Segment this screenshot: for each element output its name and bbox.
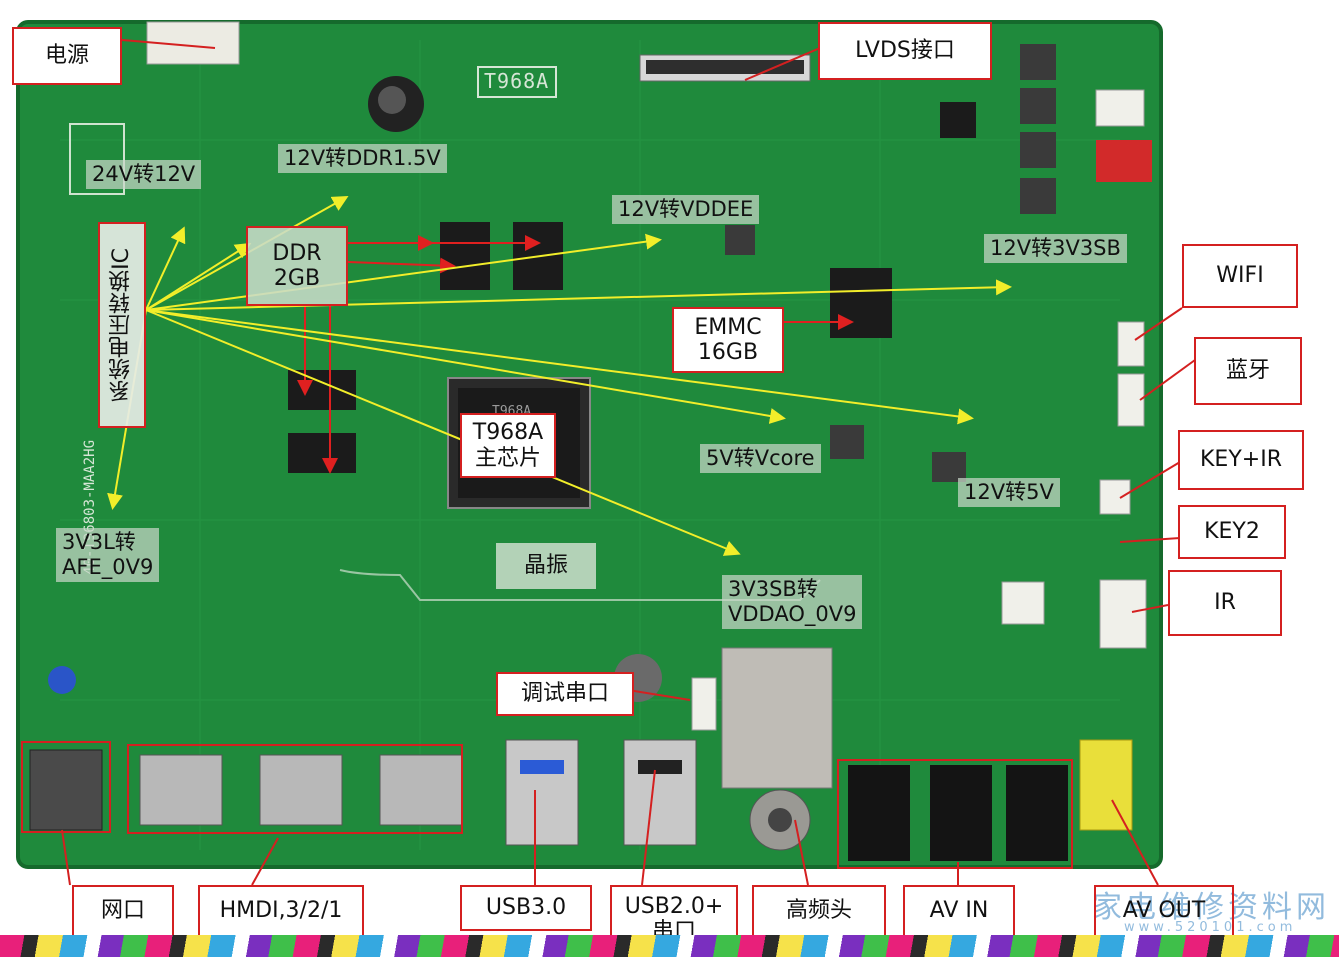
small-connector xyxy=(1001,581,1045,625)
tuner-body xyxy=(721,647,833,789)
rail-5v-vcore: 5V转Vcore xyxy=(700,444,821,474)
aux-ic xyxy=(940,102,976,138)
callout-soc: T968A 主芯片 xyxy=(460,413,556,478)
rail-12v-vddee: 12V转VDDEE xyxy=(612,195,760,225)
callout-debug-uart: 调试串口 xyxy=(496,672,634,716)
callout-hdmi: HMDI,3/2/1 xyxy=(198,885,364,937)
board-code: T968A xyxy=(484,69,550,93)
callout-emmc: EMMC 16GB xyxy=(672,307,784,373)
debug-connector xyxy=(691,677,717,731)
rail-3v3sb-vddao: 3V3SB转 VDDAO_0V9 xyxy=(722,575,863,630)
callout-usb2: USB2.0+ 串口 xyxy=(610,885,738,953)
blue-cap xyxy=(48,666,76,694)
av-jack-3 xyxy=(1006,765,1068,861)
inductor-7 xyxy=(932,452,966,482)
rail-24v-12v: 24V转12V xyxy=(86,160,202,190)
callout-key2: KEY2 xyxy=(1178,505,1286,559)
wifi-connector xyxy=(1117,321,1145,367)
ethernet-highlight xyxy=(21,741,111,833)
watermark-site-name: 家电维修资料网 xyxy=(1092,890,1330,925)
callout-tuner: 高频头 xyxy=(752,885,886,937)
inductor-4 xyxy=(1020,178,1056,214)
pcb-shading xyxy=(16,20,1163,869)
callout-pmic: 系统电压转换IC xyxy=(98,222,146,428)
hdmi-port-2 xyxy=(259,754,343,826)
callout-lvds: LVDS接口 xyxy=(818,22,992,80)
inductor-2 xyxy=(1020,88,1056,124)
hdmi-highlight xyxy=(127,744,463,834)
callout-pmic-text: 系统电压转换IC xyxy=(109,248,134,402)
inductor-6 xyxy=(830,425,864,459)
emmc-chip xyxy=(830,268,892,338)
usb2-port xyxy=(623,739,697,846)
callout-ir: IR xyxy=(1168,570,1282,636)
decorative-stripe xyxy=(0,935,1339,957)
keyir-connector xyxy=(1099,479,1131,515)
inductor-5 xyxy=(725,225,755,255)
inductor-3 xyxy=(1020,132,1056,168)
callout-bluetooth: 蓝牙 xyxy=(1194,337,1302,405)
callout-av-in: AV IN xyxy=(903,885,1015,937)
inductor-1 xyxy=(1020,44,1056,80)
ir-connector xyxy=(1099,579,1147,649)
rail-12v-ddr: 12V转DDR1.5V xyxy=(278,144,447,174)
callout-ddr: DDR 2GB xyxy=(246,226,348,306)
board-code-plate xyxy=(477,66,557,98)
white-connector-1 xyxy=(1095,89,1145,127)
ethernet-port xyxy=(29,749,103,831)
rail-3v3l-afe: 3V3L转 AFE_0V9 xyxy=(56,528,160,583)
ddr-chip-3 xyxy=(288,370,356,410)
av-jack-1 xyxy=(848,765,910,861)
watermark-url: www.520101.com xyxy=(1124,920,1297,935)
av-out-jack xyxy=(1079,739,1133,831)
callout-wifi: WIFI xyxy=(1182,244,1298,308)
av-highlight xyxy=(837,759,1073,869)
red-connector xyxy=(1096,140,1152,182)
usb3-port xyxy=(505,739,579,846)
hdmi-port-1 xyxy=(139,754,223,826)
av-jack-2 xyxy=(930,765,992,861)
callout-av-out: AV OUT xyxy=(1094,885,1234,937)
rail-12v-3v3sb: 12V转3V3SB xyxy=(984,234,1127,264)
hdmi-port-3 xyxy=(379,754,463,826)
callout-ethernet: 网口 xyxy=(72,885,174,937)
callout-crystal: 晶振 xyxy=(496,543,596,589)
ddr-chip-4 xyxy=(288,433,356,473)
callout-power: 电源 xyxy=(12,27,122,85)
callout-usb3: USB3.0 xyxy=(460,885,592,931)
bt-connector xyxy=(1117,373,1145,427)
silk-frame xyxy=(69,123,125,195)
callout-key-ir: KEY+IR xyxy=(1178,430,1304,490)
ddr-chip-1 xyxy=(440,222,490,290)
rail-12v-5v: 12V转5V xyxy=(958,478,1060,508)
